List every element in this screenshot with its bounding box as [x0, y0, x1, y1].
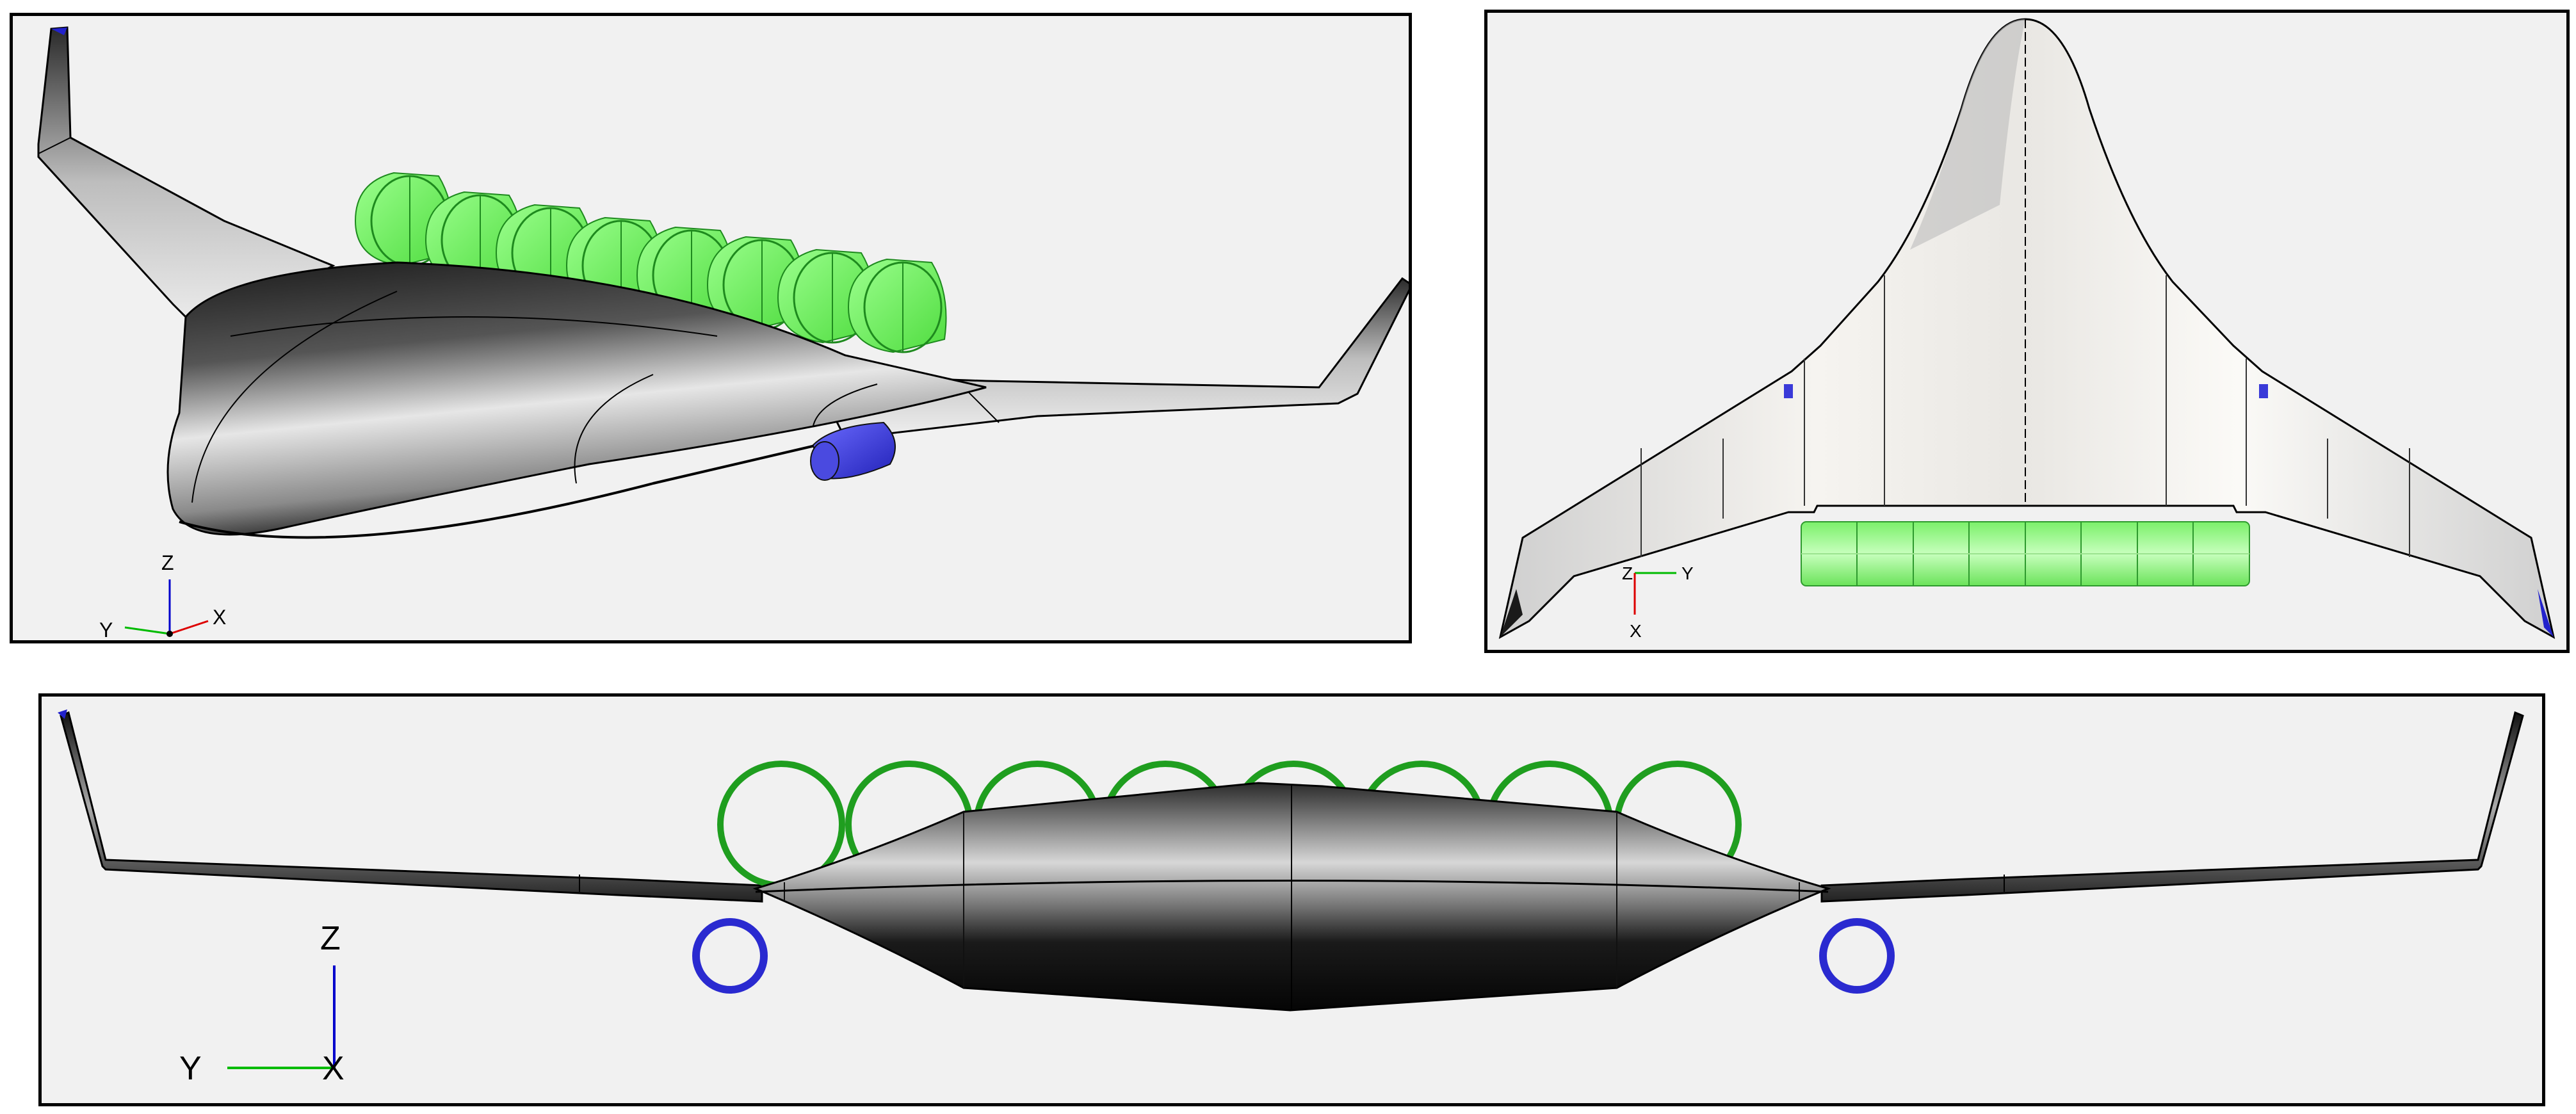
x-axis-line — [169, 620, 209, 635]
axis-triad-front: Z Y X — [179, 920, 344, 1087]
front-view-panel[interactable]: Z Y X — [38, 693, 2545, 1106]
right-wing — [811, 277, 1409, 440]
y-axis-label: Y — [99, 618, 113, 640]
left-winglet-tip — [58, 709, 67, 719]
left-wingtip-marker — [1500, 589, 1523, 637]
y-axis-label: Y — [179, 1050, 202, 1087]
right-engine-top — [2259, 384, 2268, 398]
top-view-canvas: Z Y X — [1498, 18, 2556, 641]
left-wing-front — [60, 711, 763, 903]
top-view-panel[interactable]: Z Y X — [1484, 10, 2570, 653]
x-axis-label: X — [213, 606, 226, 629]
body-panel-line-2 — [230, 316, 718, 337]
y-axis-label: Y — [1681, 563, 1694, 583]
isometric-view-panel[interactable]: Z Y X — [10, 13, 1412, 643]
left-wing-tip-marker — [51, 28, 67, 35]
nose-shading — [1910, 19, 2025, 250]
right-wingtip-marker — [2538, 589, 2554, 637]
left-engine-top — [1784, 384, 1793, 398]
blended-centre-body — [166, 261, 987, 536]
x-axis-label: X — [322, 1050, 344, 1087]
isometric-view-canvas: Z Y X — [37, 26, 1409, 640]
left-winglet-edge — [38, 137, 71, 154]
z-axis-label: Z — [1622, 563, 1633, 583]
axis-triad-isometric: Z Y X — [99, 551, 226, 640]
front-view-canvas: Z Y X — [58, 709, 2524, 1087]
z-axis-label: Z — [320, 920, 341, 957]
right-engine-ring — [1819, 918, 1895, 994]
distributed-fans-top — [1801, 521, 2250, 586]
z-axis-label: Z — [161, 551, 174, 574]
body-panel-line-1 — [191, 291, 398, 503]
right-wing-front — [1820, 711, 2524, 903]
fan-8 — [847, 258, 947, 353]
axis-triad-top: Z Y X — [1622, 563, 1694, 641]
x-axis-label: X — [1630, 621, 1642, 641]
right-podded-engine — [810, 421, 896, 481]
y-axis-line — [124, 626, 170, 635]
body-panel-line-4 — [813, 383, 878, 426]
body-underside — [179, 437, 846, 539]
body-panel-line-3 — [574, 374, 654, 484]
body-waterline — [755, 880, 1829, 893]
left-engine-ring — [692, 918, 768, 994]
